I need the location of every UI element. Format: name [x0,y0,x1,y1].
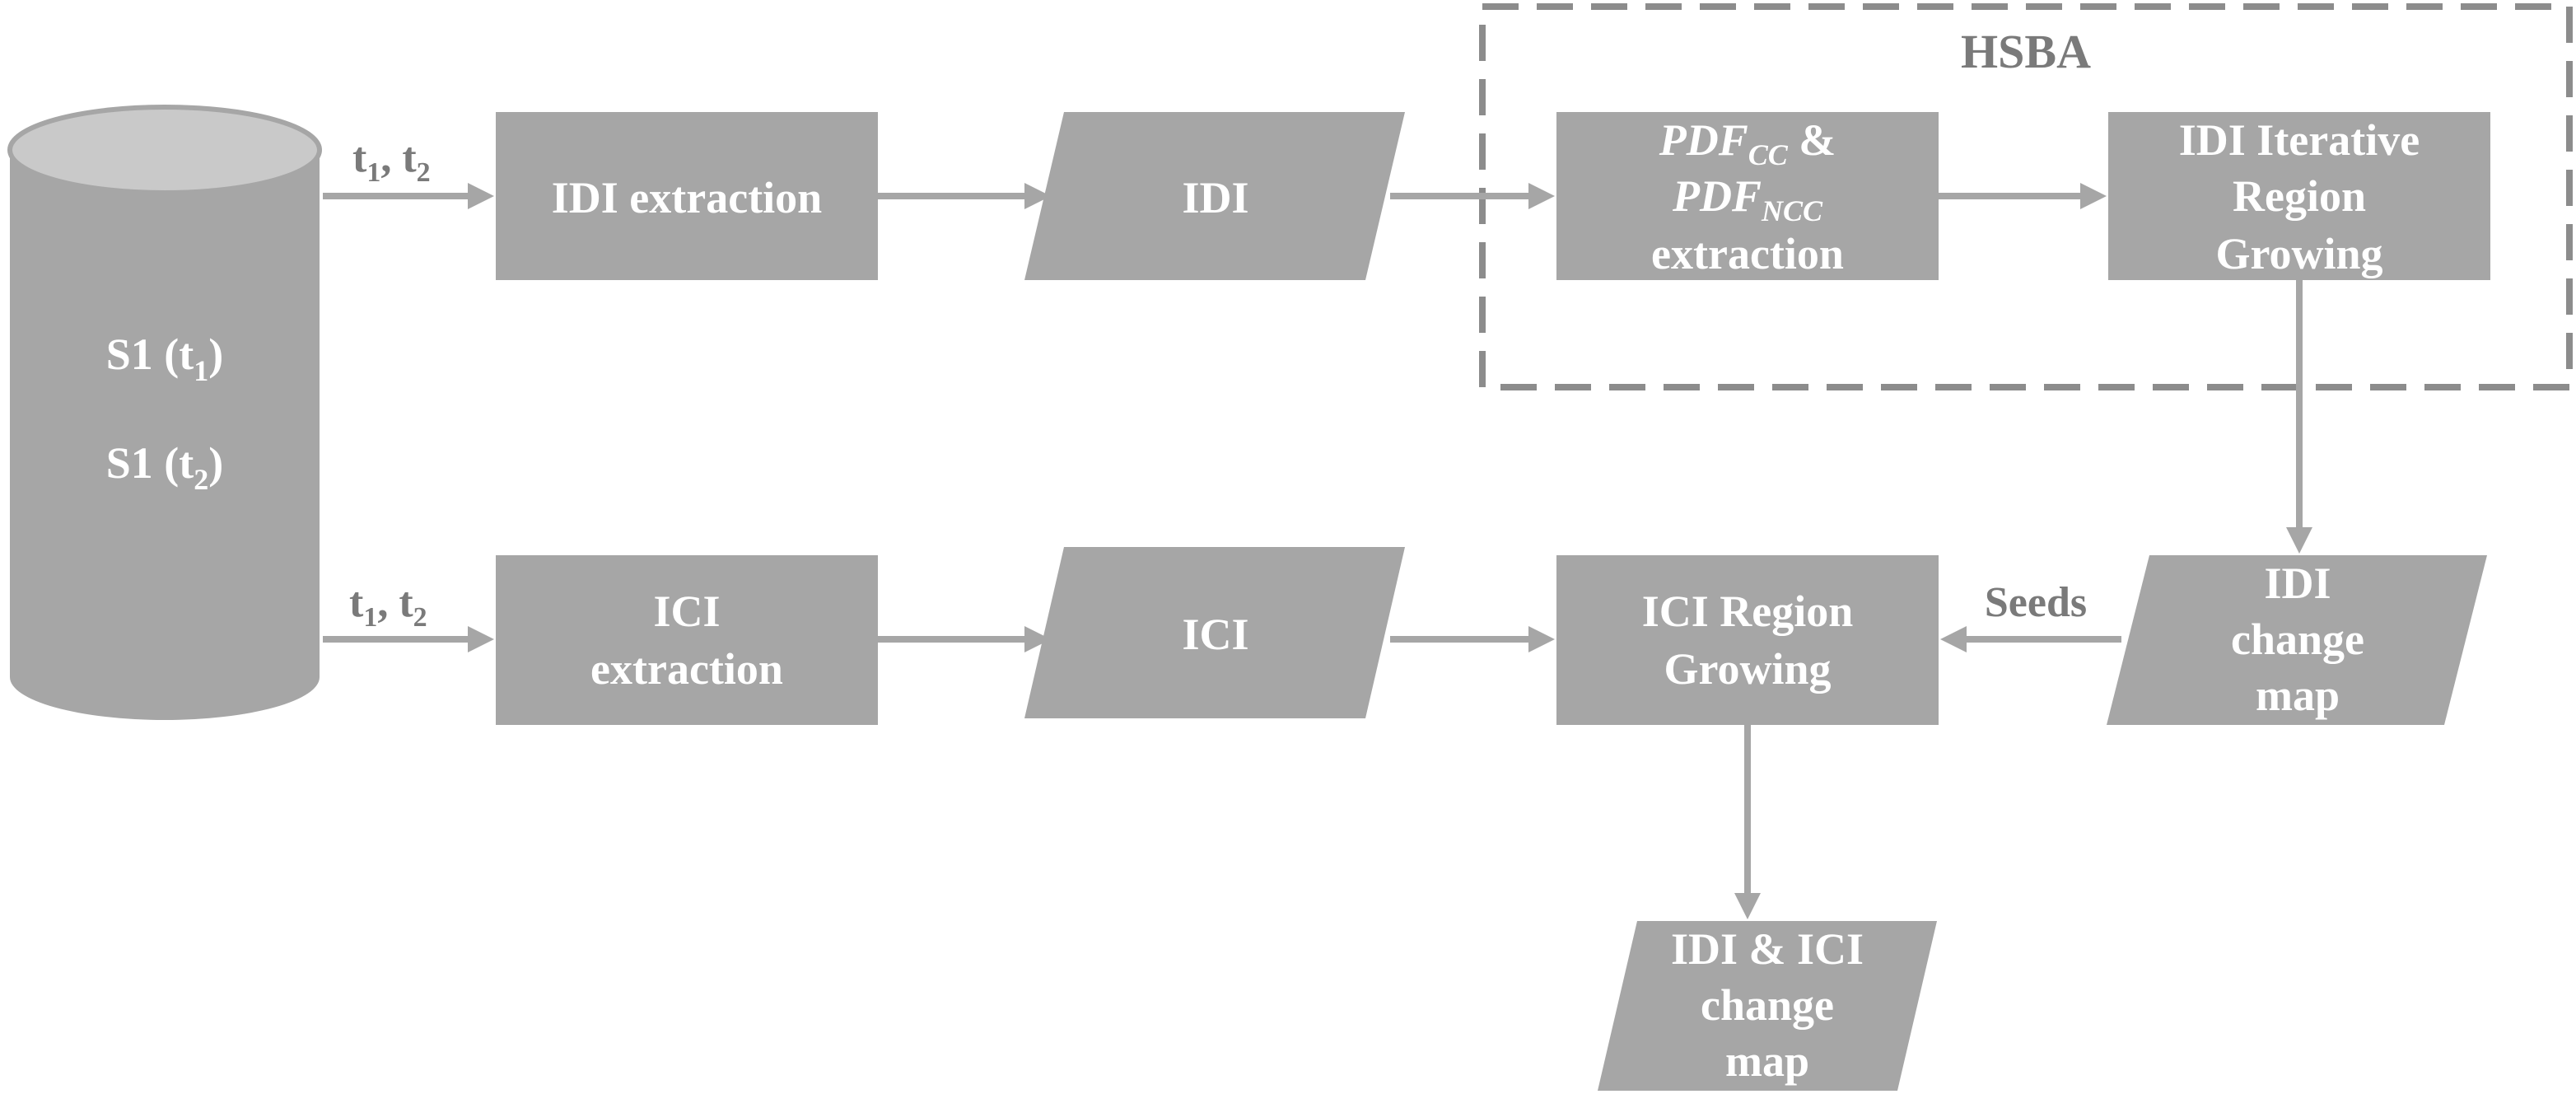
final-change-map-node: IDI & ICI change map [1598,921,1937,1091]
svg-text:IDI: IDI [2264,559,2331,608]
svg-text:extraction: extraction [1651,229,1844,278]
arrow-ici-to-ici-region-growing [1390,626,1555,652]
ici-data-node: ICI [1024,547,1405,718]
ici-extraction-box: ICI extraction [496,555,878,725]
svg-text:ICI Region: ICI Region [1642,587,1854,636]
hsba-label: HSBA [1961,25,2091,78]
arrow-idi-to-pdf-extraction [1390,183,1555,209]
svg-text:Region: Region [2233,171,2366,221]
svg-text:IDI Iterative: IDI Iterative [2179,115,2420,165]
cylinder-label-t1: S1 (t1) [106,330,223,387]
arrow-seeds-to-ici-region-growing [1940,626,2121,652]
svg-text:ICI: ICI [1182,610,1248,659]
svg-text:map: map [1725,1036,1809,1086]
idi-extraction-box: IDI extraction [496,112,878,280]
svg-text:change: change [2231,615,2364,664]
svg-text:PDFCC &: PDFCC & [1659,115,1836,171]
arrow-pdf-to-iterative [1939,183,2107,209]
pdf-extraction-box: PDFCC & PDFNCC extraction [1556,112,1939,280]
svg-text:map: map [2256,671,2340,720]
seeds-label: Seeds [1985,579,2087,626]
svg-text:Growing: Growing [2215,229,2382,278]
arrow-idi-extraction-to-idi [878,183,1051,209]
idi-change-map-node: IDI change map [2107,555,2487,725]
arrow-cylinder-to-ici-extraction [323,626,494,652]
arrow-iterative-to-idi-change-map [2286,280,2312,554]
cylinder-label-t2: S1 (t2) [106,438,223,496]
ici-region-growing-box: ICI Region Growing [1556,555,1939,725]
bottom-input-label: t1, t2 [349,579,427,633]
svg-text:Growing: Growing [1664,644,1831,694]
arrow-ici-extraction-to-ici [878,626,1051,652]
arrow-ici-region-growing-to-final-map [1734,725,1761,919]
svg-text:extraction: extraction [590,644,783,694]
svg-text:ICI: ICI [653,587,720,636]
data-store-cylinder: S1 (t1) S1 (t2) [7,105,322,720]
svg-text:IDI & ICI: IDI & ICI [1671,924,1864,974]
svg-text:PDFNCC: PDFNCC [1672,171,1823,227]
top-input-label: t1, t2 [352,134,431,188]
svg-text:IDI extraction: IDI extraction [552,173,822,222]
svg-text:IDI: IDI [1182,173,1248,222]
idi-iterative-region-growing-box: IDI Iterative Region Growing [2108,112,2490,280]
idi-data-node: IDI [1024,112,1405,280]
svg-text:change: change [1701,980,1834,1030]
arrow-cylinder-to-idi-extraction [323,183,494,209]
